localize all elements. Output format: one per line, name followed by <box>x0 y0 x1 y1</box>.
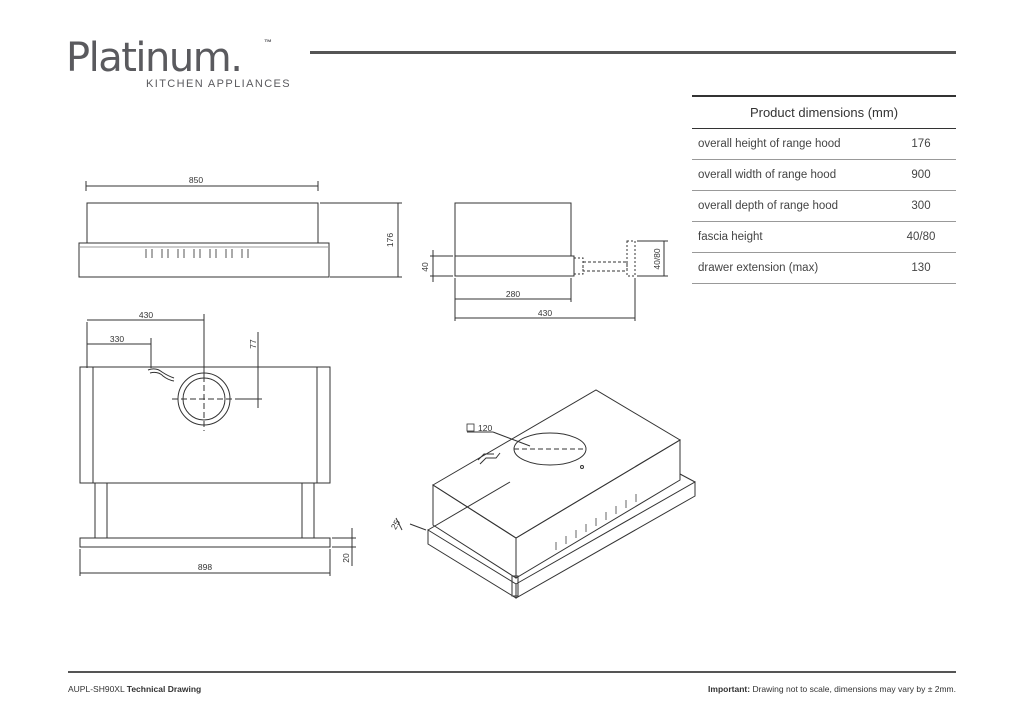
dim-plan-duct-x: 430 <box>139 310 153 320</box>
row-value: 300 <box>886 190 956 222</box>
diameter-icon <box>466 423 475 432</box>
brand-name: Platinum. <box>66 35 243 81</box>
row-value: 130 <box>886 252 956 284</box>
table-row: overall height of range hood 176 <box>692 128 956 160</box>
row-label: fascia height <box>692 221 886 253</box>
row-label: overall height of range hood <box>692 128 886 160</box>
row-label: overall depth of range hood <box>692 190 886 222</box>
isometric-view <box>395 389 696 599</box>
dim-iso-duct: 120 <box>478 423 492 433</box>
footer-divider <box>68 671 956 673</box>
footer-disclaimer: Important: Drawing not to scale, dimensi… <box>708 684 956 694</box>
document-type: Technical Drawing <box>126 684 202 694</box>
dim-plan-base: 20 <box>341 553 351 563</box>
table-title: Product dimensions (mm) <box>692 95 956 129</box>
product-dimensions-table: Product dimensions (mm) overall height o… <box>692 95 956 284</box>
model-number: AUPL-SH90XL <box>68 684 125 694</box>
table-row: drawer extension (max) 130 <box>692 252 956 284</box>
dim-iso-edge: 25 <box>389 518 403 531</box>
brand-tagline: KITCHEN APPLIANCES <box>146 78 292 90</box>
trademark-mark: ™ <box>264 38 272 47</box>
dim-front-width: 850 <box>189 175 203 185</box>
row-value: 40/80 <box>886 221 956 253</box>
dim-side-depth: 280 <box>506 289 520 299</box>
dim-plan-duct-y: 77 <box>248 339 258 349</box>
table-row: overall depth of range hood 300 <box>692 190 956 222</box>
row-label: drawer extension (max) <box>692 252 886 284</box>
dim-front-height: 176 <box>385 233 395 247</box>
front-view <box>78 181 402 278</box>
plan-view <box>79 314 356 576</box>
side-view <box>430 202 668 321</box>
table-row: fascia height 40/80 <box>692 221 956 253</box>
row-label: overall width of range hood <box>692 159 886 191</box>
note-text: Drawing not to scale, dimensions may var… <box>752 684 956 694</box>
dim-side-fascia: 40 <box>420 262 430 272</box>
row-value: 176 <box>886 128 956 160</box>
row-value: 900 <box>886 159 956 191</box>
brand-logo: Platinum. ™ KITCHEN APPLIANCES <box>66 34 291 90</box>
dim-plan-switch-x: 330 <box>110 334 124 344</box>
note-label: Important: <box>708 684 751 694</box>
header-divider <box>310 51 956 54</box>
dim-plan-width: 898 <box>198 562 212 572</box>
dim-side-overall: 430 <box>538 308 552 318</box>
table-row: overall width of range hood 900 <box>692 159 956 191</box>
dim-side-fascia-range: 40/80 <box>652 248 662 270</box>
footer-model-info: AUPL-SH90XL Technical Drawing <box>68 684 201 694</box>
